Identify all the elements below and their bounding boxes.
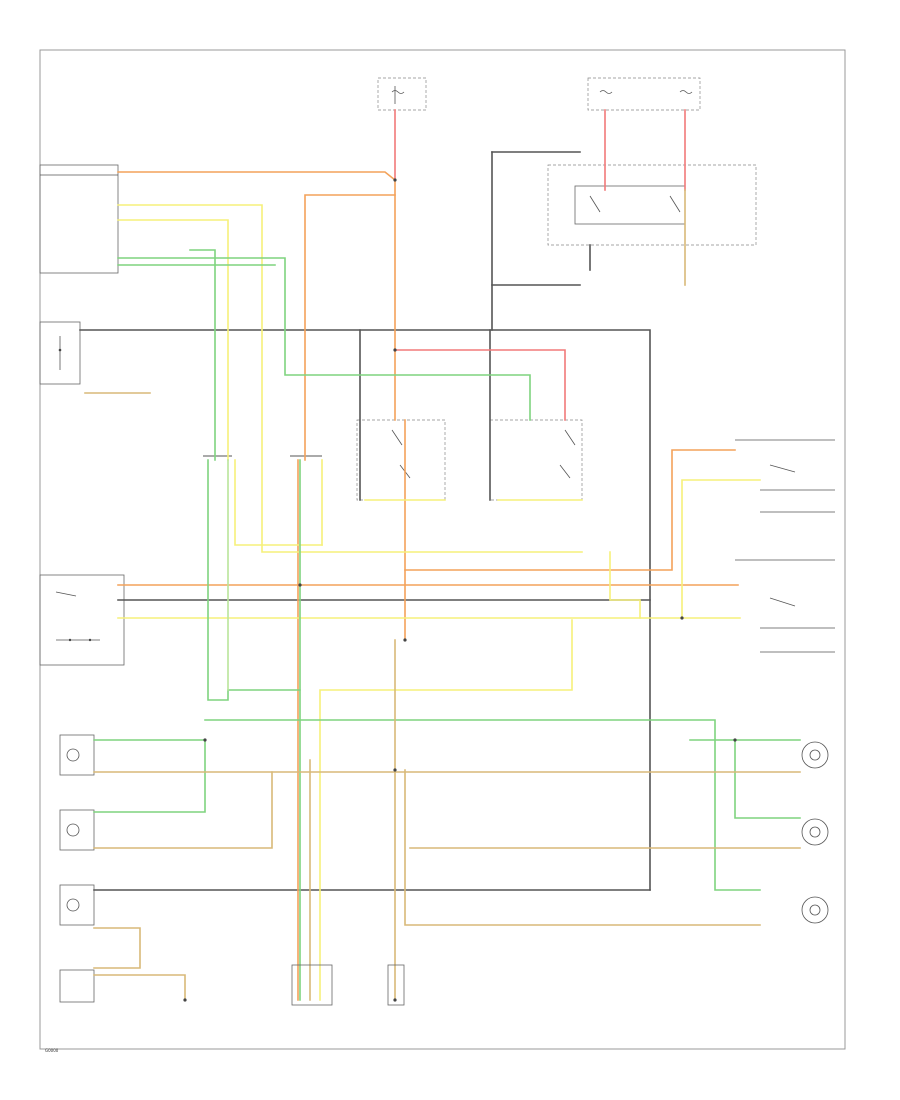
module-left-bottom (59, 969, 95, 1003)
lamp-left-2 (59, 809, 95, 851)
lamp-right-1 (801, 741, 829, 769)
connector-bottom-center (291, 964, 333, 1006)
module-left-lamp (39, 321, 81, 385)
module-left-switch (39, 574, 125, 666)
switch-right-upper (735, 439, 835, 513)
yellow-wires (117, 204, 761, 1001)
fuse-box-top-center (377, 77, 427, 111)
relay-box-right (547, 164, 757, 246)
switch-box-center-left (356, 419, 446, 501)
black-wires (79, 151, 651, 891)
orange-wires (117, 171, 739, 1001)
module-left-top (39, 164, 119, 274)
connector-bottom-right (387, 964, 405, 1006)
tan-wires (84, 189, 801, 1001)
junction-dots (183, 178, 737, 1002)
green-wires (93, 249, 801, 1001)
switch-right-lower (735, 559, 835, 653)
lamp-right-3 (801, 896, 829, 924)
fuse-box-top-right (587, 77, 701, 111)
footer-code: G0000 (45, 1048, 59, 1053)
diagram-frame (39, 49, 846, 1050)
lamp-right-2 (801, 818, 829, 846)
switch-box-center-right (489, 419, 583, 501)
lamp-left-1 (59, 734, 95, 776)
lamp-left-3 (59, 884, 95, 926)
red-wires (394, 109, 686, 421)
